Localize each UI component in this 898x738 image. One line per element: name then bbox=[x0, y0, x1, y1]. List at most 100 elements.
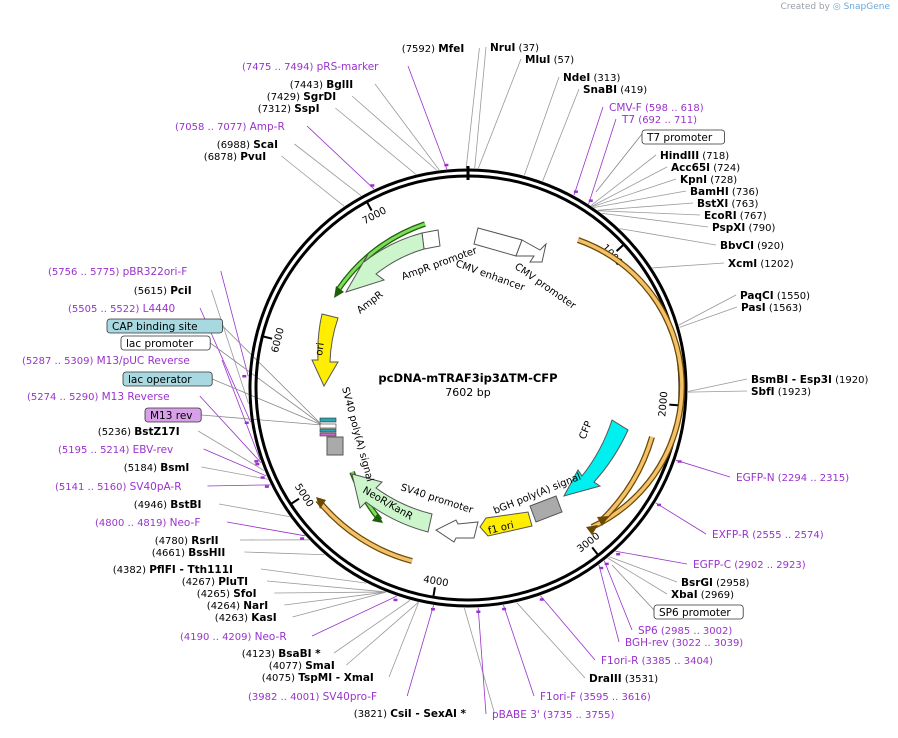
site-pos-rsrii: (4780) bbox=[155, 536, 191, 547]
box-label-lac-promoter[interactable]: lac promoter bbox=[126, 338, 194, 350]
site-paqci[interactable]: PaqCI (1550) bbox=[740, 290, 810, 302]
leader-mfei bbox=[466, 48, 479, 168]
site-kasi[interactable]: (4263) KasI bbox=[215, 612, 277, 624]
box-label-t7-promoter[interactable]: T7 promoter bbox=[646, 132, 713, 144]
site-bstz17i[interactable]: (5236) BstZ17I bbox=[98, 426, 180, 438]
site-snabi[interactable]: SnaBI (419) bbox=[583, 84, 647, 96]
box-label-m13-rev[interactable]: M13 rev bbox=[150, 410, 193, 422]
site-bamhi[interactable]: BamHI (736) bbox=[690, 186, 759, 198]
primer-sv40pro-f[interactable]: (3982 .. 4001) SV40pro-F bbox=[248, 691, 377, 703]
primer-leader-cmv-f bbox=[574, 107, 603, 195]
primer-pbr322ori-f[interactable]: (5756 .. 5775) pBR322ori-F bbox=[48, 266, 187, 278]
site-hindiii[interactable]: HindIII (718) bbox=[660, 150, 729, 162]
site-nrui[interactable]: NruI (37) bbox=[490, 42, 539, 54]
site-bstbi[interactable]: (4946) BstBI bbox=[134, 499, 202, 511]
site-tspmi[interactable]: (4075) TspMI - XmaI bbox=[262, 672, 374, 684]
primer-range-pbr322ori-f: (5756 .. 5775) bbox=[48, 267, 123, 278]
site-name-paqci: PaqCI bbox=[740, 290, 774, 302]
site-ecori[interactable]: EcoRI (767) bbox=[704, 210, 767, 222]
primer-range-sv40pro-f: (3982 .. 4001) bbox=[248, 692, 323, 703]
site-csii[interactable]: (3821) CsiI - SexAI * bbox=[354, 708, 467, 720]
site-name-pasi: PasI bbox=[741, 302, 766, 314]
primer-range-prs-marker: (7475 .. 7494) bbox=[242, 62, 317, 73]
site-bsrgi[interactable]: BsrGI (2958) bbox=[681, 577, 749, 589]
site-pspxi[interactable]: PspXI (790) bbox=[712, 222, 775, 234]
primer-cmv-f[interactable]: CMV-F (598 .. 618) bbox=[609, 102, 704, 114]
primer-sv40pa-r[interactable]: (5141 .. 5160) SV40pA-R bbox=[55, 481, 182, 493]
site-sbfi[interactable]: SbfI (1923) bbox=[751, 386, 811, 398]
site-pvui[interactable]: (6878) PvuI bbox=[204, 151, 266, 163]
site-bglii[interactable]: (7443) BglII bbox=[290, 79, 353, 91]
primer-prs-marker[interactable]: (7475 .. 7494) pRS-marker bbox=[242, 61, 379, 73]
site-mlui[interactable]: MluI (57) bbox=[525, 54, 574, 66]
site-bsabi[interactable]: (4123) BsaBI * bbox=[242, 648, 321, 660]
site-kpni[interactable]: KpnI (728) bbox=[680, 174, 737, 186]
primer-amp-r[interactable]: (7058 .. 7077) Amp-R bbox=[175, 121, 285, 133]
site-pcii[interactable]: (5615) PciI bbox=[134, 285, 192, 297]
site-bstxi[interactable]: BstXI (763) bbox=[697, 198, 758, 210]
primer-neo-f[interactable]: (4800 .. 4819) Neo-F bbox=[95, 517, 200, 529]
primer-t7[interactable]: T7 (692 .. 711) bbox=[621, 114, 697, 126]
primer-range-neo-f: (4800 .. 4819) bbox=[95, 518, 170, 529]
primer-egfp-c[interactable]: EGFP-C (2902 .. 2923) bbox=[693, 559, 806, 571]
feature-m13-rev bbox=[320, 433, 336, 436]
site-name-xbai: XbaI bbox=[671, 589, 698, 601]
primer-m13-reverse[interactable]: (5274 .. 5290) M13 Reverse bbox=[27, 391, 170, 403]
leader-bsshii bbox=[245, 552, 325, 555]
site-pasi[interactable]: PasI (1563) bbox=[741, 302, 802, 314]
primer-name-ebv-rev: EBV-rev bbox=[133, 444, 174, 456]
site-bsshii[interactable]: (4661) BssHII bbox=[152, 547, 226, 559]
site-extra-tspmi: - XmaI bbox=[332, 672, 374, 684]
site-bbvci[interactable]: BbvCI (920) bbox=[720, 240, 784, 252]
site-smai[interactable]: (4077) SmaI bbox=[269, 660, 335, 672]
primer-sp6[interactable]: SP6 (2985 .. 3002) bbox=[638, 625, 732, 637]
site-mfei[interactable]: (7592) MfeI bbox=[402, 43, 464, 55]
site-name-sspi: SspI bbox=[294, 103, 319, 115]
primer-name-pbabe3: pBABE 3' bbox=[492, 709, 540, 721]
site-bsmbi[interactable]: BsmBI - Esp3I (1920) bbox=[751, 374, 868, 386]
primer-f1ori-f[interactable]: F1ori-F (3595 .. 3616) bbox=[540, 691, 651, 703]
box-label-cap-binding-site[interactable]: CAP binding site bbox=[112, 321, 198, 333]
site-pos-mfei: (7592) bbox=[402, 44, 438, 55]
primer-neo-r[interactable]: (4190 .. 4209) Neo-R bbox=[180, 631, 287, 643]
primer-pbabe3[interactable]: pBABE 3' (3735 .. 3755) bbox=[492, 709, 614, 721]
feature-sv40-promoter bbox=[436, 520, 478, 542]
site-pos-mlui: (57) bbox=[550, 55, 574, 66]
box-label-sp6-promoter[interactable]: SP6 promoter bbox=[659, 607, 731, 619]
site-bsmi[interactable]: (5184) BsmI bbox=[124, 462, 190, 474]
primer-exfp-r[interactable]: EXFP-R (2555 .. 2574) bbox=[712, 529, 824, 541]
primer-ebv-rev[interactable]: (5195 .. 5214) EBV-rev bbox=[58, 444, 173, 456]
site-name-bsabi: BsaBI bbox=[278, 648, 311, 660]
site-sfoi[interactable]: (4265) SfoI bbox=[197, 588, 257, 600]
site-draiii[interactable]: DraIII (3531) bbox=[589, 673, 658, 685]
site-sspi[interactable]: (7312) SspI bbox=[258, 103, 320, 115]
site-nari[interactable]: (4264) NarI bbox=[207, 600, 268, 612]
primer-range-t7: (692 .. 711) bbox=[635, 115, 697, 126]
primer-egfp-n[interactable]: EGFP-N (2294 .. 2315) bbox=[736, 472, 849, 484]
primer-m13-puc-reverse[interactable]: (5287 .. 5309) M13/pUC Reverse bbox=[22, 355, 190, 367]
site-pflfi[interactable]: (4382) PflFI - Tth111I bbox=[113, 564, 233, 576]
primer-name-sv40pro-f: SV40pro-F bbox=[323, 691, 377, 703]
site-scai[interactable]: (6988) ScaI bbox=[217, 139, 278, 151]
site-acc65i[interactable]: Acc65I (724) bbox=[671, 162, 740, 174]
site-xcmi[interactable]: XcmI (1202) bbox=[728, 258, 794, 270]
site-rsrii[interactable]: (4780) RsrII bbox=[155, 535, 219, 547]
site-sgrdi[interactable]: (7429) SgrDI bbox=[267, 91, 336, 103]
site-ndei[interactable]: NdeI (313) bbox=[563, 72, 621, 84]
site-name-bsmi: BsmI bbox=[160, 462, 189, 474]
primer-name-egfp-n: EGFP-N bbox=[736, 472, 775, 484]
leader-bstbi bbox=[219, 504, 290, 517]
primer-range-m13-puc-reverse: (5287 .. 5309) bbox=[22, 356, 97, 367]
feature-cmv-enhancer bbox=[474, 228, 522, 256]
site-name-bsmbi: BsmBI bbox=[751, 374, 788, 386]
box-label-lac-operator[interactable]: lac operator bbox=[128, 374, 192, 386]
snapgene-logo-icon: ◎ bbox=[833, 2, 841, 12]
site-name-pcii: PciI bbox=[170, 285, 191, 297]
primer-bgh-rev[interactable]: BGH-rev (3022 .. 3039) bbox=[625, 637, 743, 649]
site-pos-csii: (3821) bbox=[354, 709, 390, 720]
site-xbai[interactable]: XbaI (2969) bbox=[671, 589, 734, 601]
primer-l4440[interactable]: (5505 .. 5522) L4440 bbox=[68, 303, 175, 315]
site-pluti[interactable]: (4267) PluTI bbox=[182, 576, 248, 588]
primer-f1ori-r[interactable]: F1ori-R (3385 .. 3404) bbox=[601, 655, 713, 667]
